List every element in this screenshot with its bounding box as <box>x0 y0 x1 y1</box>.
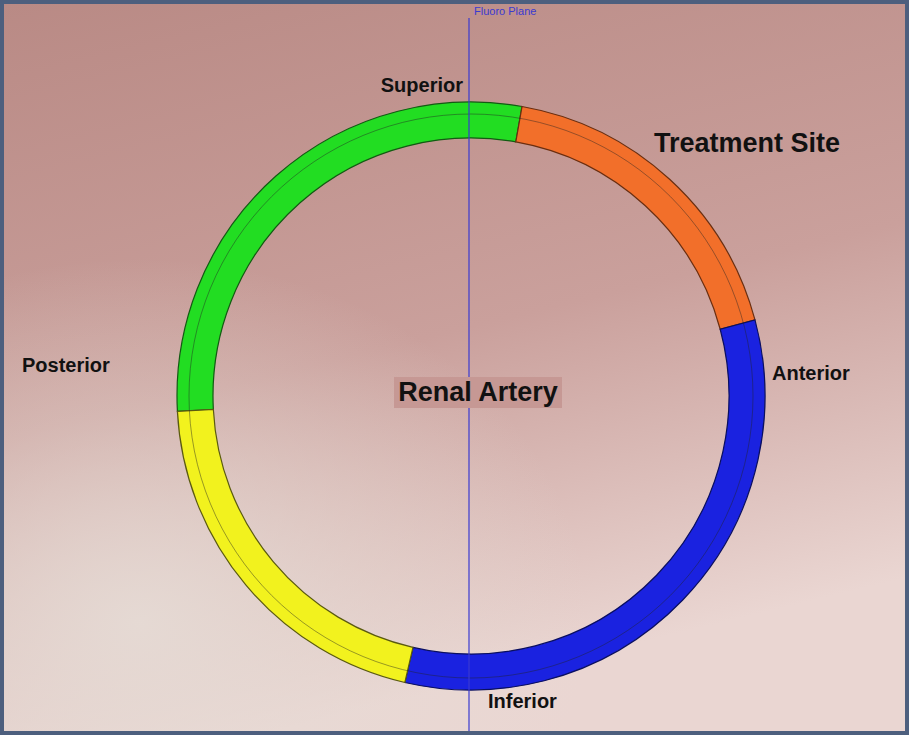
artery-ring <box>177 102 765 690</box>
vessel-label: Renal Artery <box>394 377 562 408</box>
direction-label: Posterior <box>22 354 110 377</box>
direction-label: Inferior <box>488 690 557 713</box>
ring-illustration <box>4 4 905 731</box>
ring-guide <box>189 114 753 678</box>
site-label: Treatment Site <box>654 128 840 159</box>
background <box>4 4 905 731</box>
direction-label: Anterior <box>772 362 850 385</box>
green-segment <box>177 102 522 411</box>
fluoro-plane-line <box>468 18 469 731</box>
blue-segment <box>405 320 765 690</box>
background-panel: Fluoro PlaneSuperiorTreatment SitePoster… <box>4 4 905 731</box>
plane-label: Fluoro Plane <box>474 5 536 18</box>
direction-label: Superior <box>381 74 463 97</box>
background-glow <box>4 4 905 731</box>
yellow-segment <box>177 410 413 683</box>
